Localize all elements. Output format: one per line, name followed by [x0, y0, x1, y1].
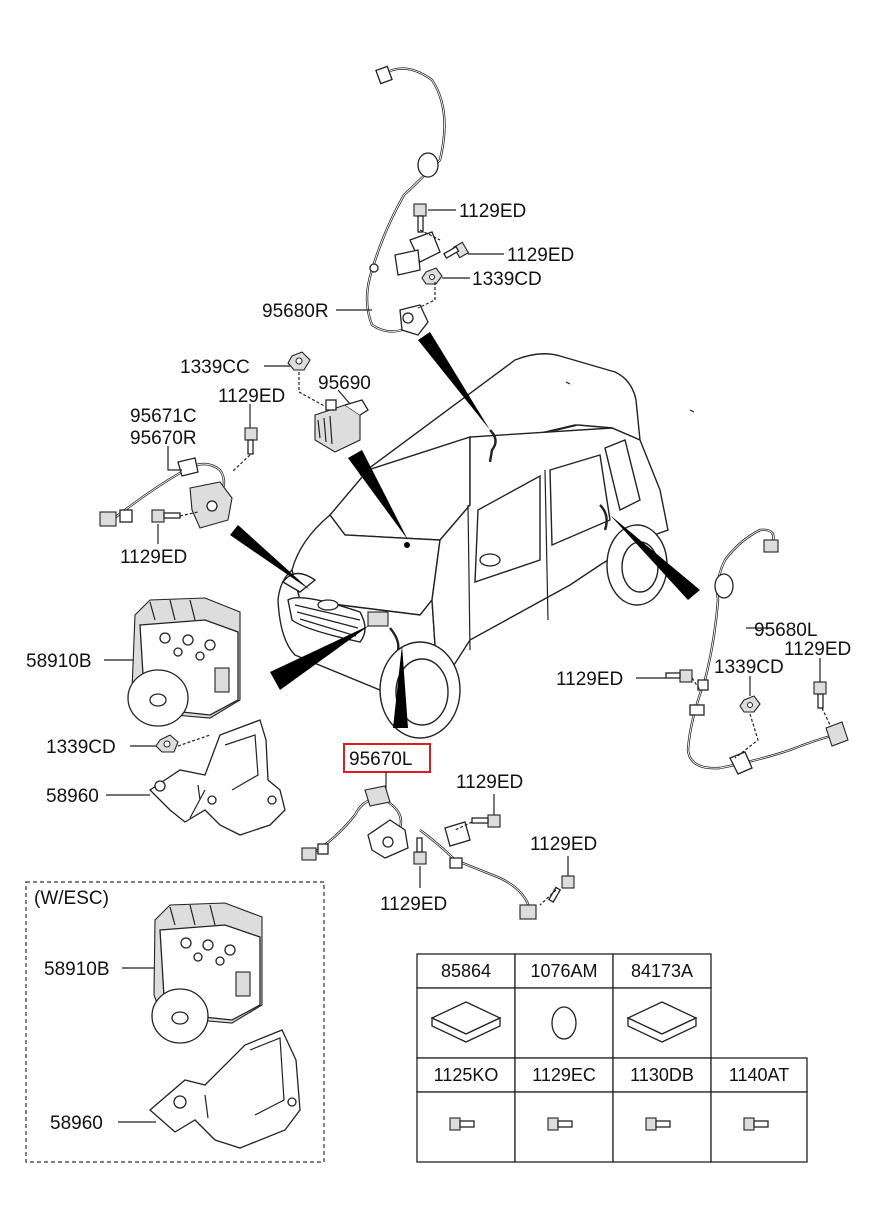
label-1129ED-fr-top: 1129ED [218, 386, 285, 407]
bolt-icon [151, 509, 181, 523]
highlight-box [343, 743, 431, 773]
rear-left-wheel-sensor [686, 528, 849, 775]
label-95680L: 95680L [754, 620, 817, 641]
label-95670R: 95670R [130, 428, 197, 449]
table-cell-1076AM: 1076AM [530, 961, 597, 981]
label-1339CD-rl: 1339CD [714, 657, 784, 678]
label-1129ED-fl-right: 1129ED [530, 834, 597, 855]
table-cell-1129EC: 1129EC [532, 1065, 596, 1085]
esc-variant-box: (W/ESC) 58910B 58960 [25, 881, 325, 1163]
label-1129ED-fl-top: 1129ED [456, 772, 523, 793]
label-1129ED-rr-top: 1129ED [459, 201, 526, 222]
bolt-icon [244, 427, 258, 455]
screw-icon [645, 1117, 671, 1131]
bracket-icon [148, 719, 286, 836]
pointer-hecu [270, 625, 370, 690]
label-1129ED-rl-left: 1129ED [556, 669, 623, 690]
nut-icon [155, 734, 179, 753]
label-1129ED-rr-mid: 1129ED [507, 245, 574, 266]
label-1129ED-rl-right: 1129ED [784, 639, 851, 660]
label-58910B: 58910B [26, 651, 92, 672]
callout-pointers [230, 332, 700, 728]
screw-icon [547, 1117, 573, 1131]
esc-box-title: (W/ESC) [34, 888, 109, 909]
bracket-icon [149, 1029, 301, 1149]
bolt-icon [413, 837, 427, 865]
screw-icon [743, 1117, 769, 1131]
bolt-icon [471, 814, 501, 828]
pointer-yaw-sensor [348, 450, 408, 540]
label-1339CD-rr: 1339CD [472, 269, 542, 290]
table-cell-85864: 85864 [441, 961, 491, 981]
bolt-icon [413, 203, 427, 233]
parts-table: 85864 1076AM 84173A 1125KO 1129EC 1130DB… [416, 953, 808, 1163]
label-58960: 58960 [46, 786, 99, 807]
table-cell-1140AT: 1140AT [729, 1065, 789, 1085]
hecu-module-icon [127, 597, 241, 727]
grommet-icon [551, 1006, 577, 1040]
label-1339CD-bracket: 1339CD [46, 737, 116, 758]
bolt-icon [548, 875, 575, 903]
pointer-front-right [230, 525, 310, 590]
label-95671C: 95671C [130, 406, 197, 427]
label-95670L[interactable]: 95670L [349, 749, 412, 770]
label-95680R: 95680R [262, 301, 329, 322]
nut-icon [287, 351, 311, 371]
esc-label-58910B: 58910B [44, 959, 110, 980]
table-cell-1125KO: 1125KO [434, 1065, 499, 1085]
nut-icon [421, 267, 443, 285]
yaw-sensor-icon [314, 399, 369, 453]
table-cell-84173A: 84173A [631, 961, 693, 981]
label-1129ED-fr-bottom: 1129ED [120, 547, 187, 568]
label-1339CC: 1339CC [180, 357, 250, 378]
rear-right-wheel-sensor [365, 65, 446, 336]
front-left-wheel-sensor [301, 785, 537, 920]
pad-icon [626, 1001, 698, 1043]
bolt-icon [665, 669, 693, 683]
bolt-icon [443, 241, 470, 259]
pad-icon [430, 1001, 502, 1043]
label-1129ED-fl-bottom: 1129ED [380, 894, 447, 915]
hecu-module-icon [151, 902, 263, 1044]
table-cell-1130DB: 1130DB [630, 1065, 694, 1085]
pointer-rear-right [418, 332, 490, 430]
pointer-rear-left [610, 515, 700, 600]
label-95690: 95690 [318, 373, 371, 394]
esc-label-58960: 58960 [50, 1113, 103, 1134]
bolt-icon [813, 681, 827, 709]
screw-icon [449, 1117, 475, 1131]
front-right-wheel-sensor [99, 457, 233, 529]
pointer-front-left [393, 645, 408, 728]
nut-icon [739, 695, 761, 713]
